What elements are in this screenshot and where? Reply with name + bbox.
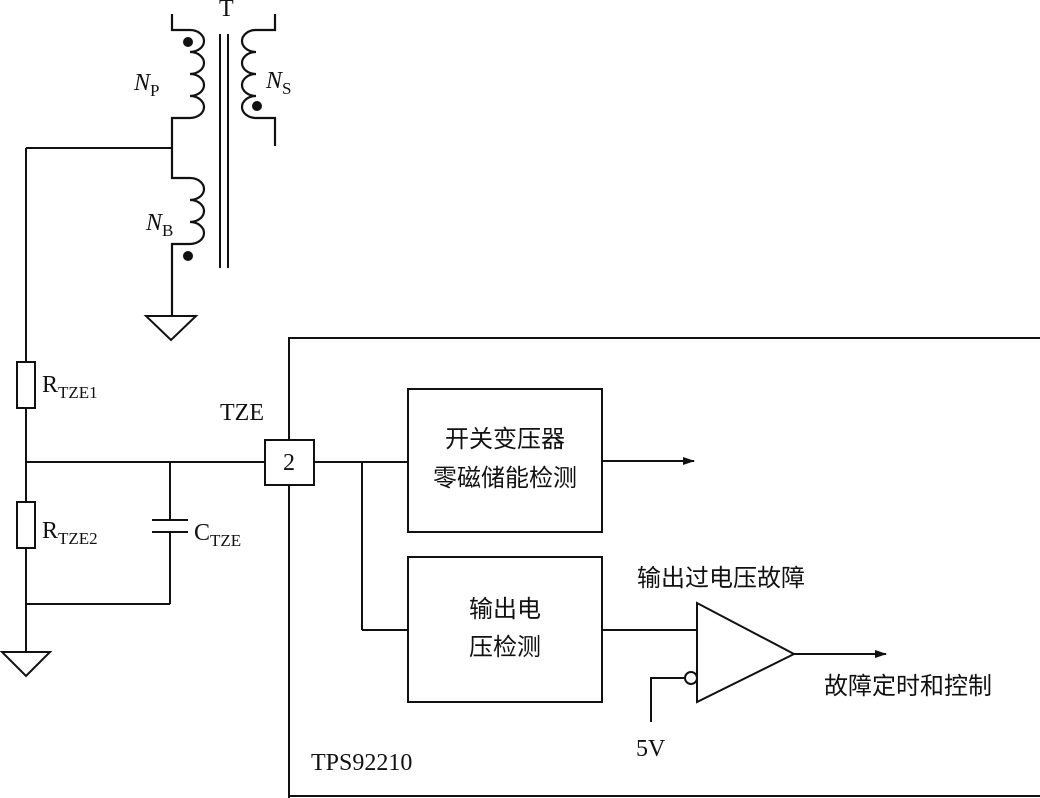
ic-boundary [288, 337, 1040, 798]
transformer-label: T [219, 0, 234, 22]
ic-name-label: TPS92210 [311, 750, 412, 776]
wire-reference-5v [650, 677, 685, 722]
block-output-voltage-detect: 输出电 压检测 [407, 556, 603, 703]
bias-winding: NB [145, 150, 206, 316]
resistor-rtze1-label: RTZE1 [42, 372, 98, 402]
secondary-coil [240, 14, 277, 146]
primary-winding: NP [133, 14, 206, 150]
resistor-rtze2-label: RTZE2 [42, 518, 98, 548]
secondary-winding: NS [240, 14, 291, 146]
comparator: 输出过电压故障 5V [636, 564, 805, 762]
primary-coil [170, 14, 206, 150]
block-transformer-zero-detect-line2: 零磁储能检测 [433, 464, 577, 492]
pin-box [264, 439, 315, 486]
resistor-rtze2 [16, 501, 36, 549]
block-transformer-zero-detect-line1: 开关变压器 [445, 425, 565, 453]
resistor-rtze1 [16, 361, 36, 409]
pin-name-label: TZE [220, 400, 264, 426]
capacitor-ctze-label: CTZE [194, 520, 241, 550]
reference-5v-label: 5V [636, 736, 666, 762]
block-transformer-zero-detect-box [407, 388, 603, 533]
bias-label: NB [145, 210, 173, 240]
block-output-voltage-detect-box [407, 556, 603, 703]
primary-label: NP [133, 70, 159, 100]
fault-timer-control-label: 故障定时和控制 [824, 672, 992, 700]
comparator-fault-label: 输出过电压故障 [637, 564, 805, 592]
comparator-triangle [696, 601, 797, 704]
secondary-label: NS [265, 68, 291, 98]
pin-tze: TZE 2 [220, 400, 315, 486]
comparator-inverting-bubble [684, 671, 698, 685]
bias-polarity-dot [183, 251, 193, 261]
transformer: T NP NS NB [133, 0, 291, 342]
block-output-voltage-detect-line2: 压检测 [469, 633, 541, 661]
ground-symbol-left [0, 651, 53, 678]
block-output-voltage-detect-line1: 输出电 [469, 595, 541, 623]
bias-coil [170, 150, 206, 316]
secondary-polarity-dot [252, 101, 262, 111]
primary-polarity-dot [183, 37, 193, 47]
ground-symbol-bias [143, 315, 199, 342]
pin-number-label: 2 [283, 450, 295, 476]
ic-tps92210: TPS92210 [288, 337, 1040, 798]
tze-network: RTZE1 RTZE2 CTZE [0, 147, 264, 678]
block-transformer-zero-detect: 开关变压器 零磁储能检测 [407, 388, 603, 533]
